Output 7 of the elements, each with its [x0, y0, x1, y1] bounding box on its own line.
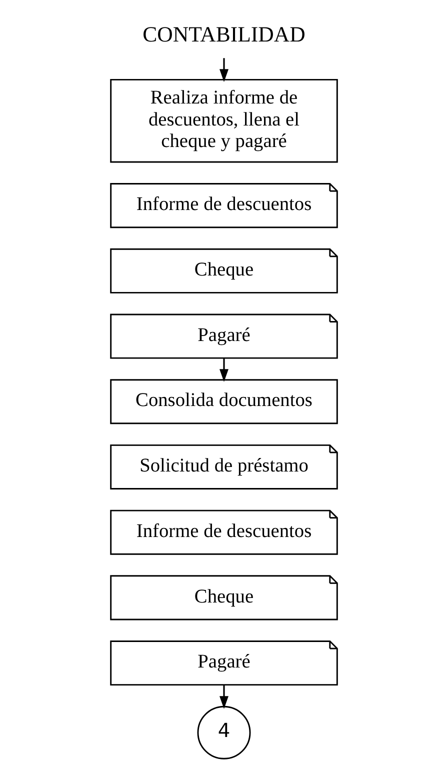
arrow: [220, 685, 228, 709]
node-circle: 4: [197, 706, 251, 760]
arrow: [220, 358, 228, 382]
node-box: Realiza informe de descuentos, llena el cheque y pagaré: [110, 78, 338, 163]
node-text: CONTABILIDAD: [142, 22, 306, 46]
arrow: [220, 58, 228, 82]
node-box: Consolida documentos: [110, 379, 338, 424]
